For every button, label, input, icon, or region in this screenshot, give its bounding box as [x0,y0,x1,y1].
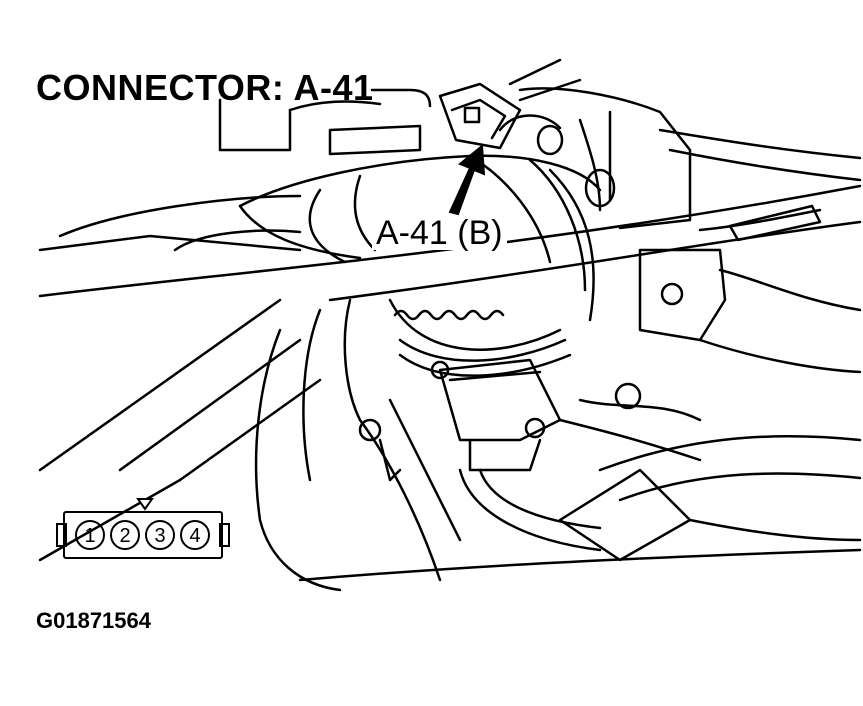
pin-1 [75,520,105,550]
connector-a41 [438,82,522,150]
intake-duct [238,154,602,208]
throttle-body [518,87,692,230]
pin-2 [110,520,140,550]
iac-valve [438,358,562,442]
leader-line [370,88,432,108]
figure-id: G01871564 [36,608,151,633]
pin-label-3: 3 [154,525,165,547]
pin-label-2: 2 [119,525,130,547]
mount-bracket [638,248,727,342]
corrugated-boot [388,298,562,351]
pin-label-4: 4 [189,525,200,547]
intake-elbow [254,328,342,592]
connector-callout-label: A-41 (B) [372,216,507,250]
fender-line [38,184,862,298]
pin-4 [180,520,210,550]
pointer-arrow [448,144,486,216]
connector-face-view [56,498,230,559]
pin-label-1: 1 [84,525,95,547]
pin-3 [145,520,175,550]
diagram-title: CONNECTOR: A-41 [36,67,374,108]
